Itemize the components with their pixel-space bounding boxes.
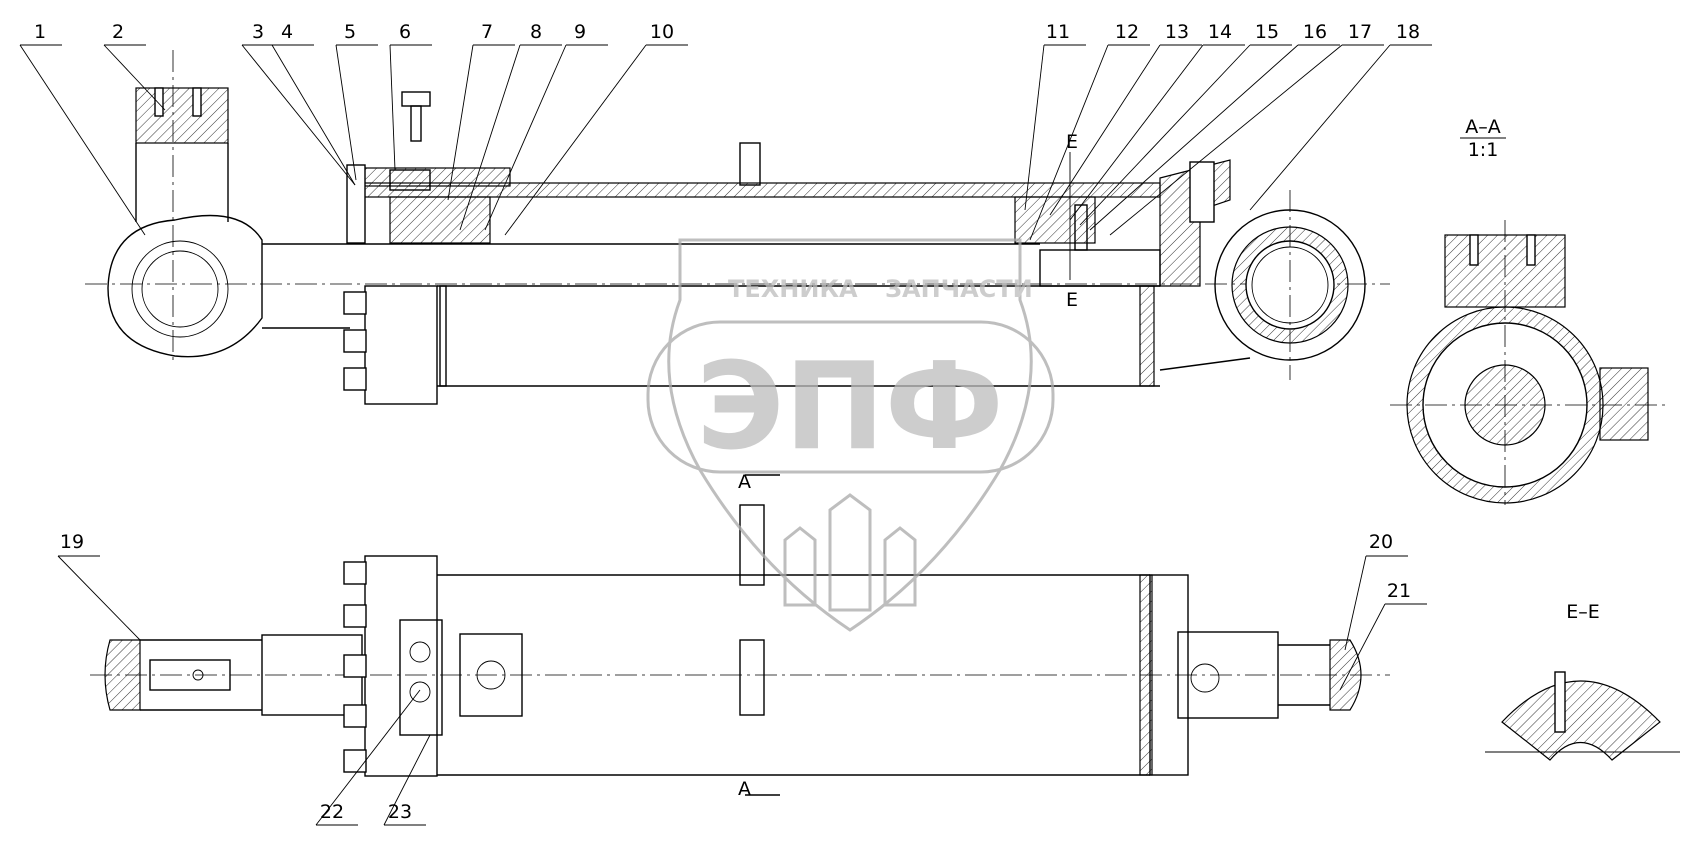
section-mark-a-bottom: А [738,778,751,800]
callout-leader-17 [1109,44,1343,236]
callout-label-11: 11 [1046,21,1070,43]
section-ee-title: Е–Е [1566,601,1600,623]
callout-label-4: 4 [281,21,293,43]
callout-leader-5 [335,44,357,181]
callout-leader-14 [1069,44,1204,221]
callout-leader-19 [57,555,141,641]
callout-leader-8 [459,44,521,231]
callout-label-5: 5 [344,21,356,43]
callout-label-1: 1 [34,21,46,43]
callout-label-23: 23 [388,801,412,823]
watermark-logo-text: ЭПФ [696,338,1004,477]
callout-label-17: 17 [1348,21,1372,43]
callout-label-9: 9 [574,21,586,43]
section-aa: А–А 1:1 [1390,116,1665,505]
section-aa-title: А–А [1465,116,1501,138]
callout-label-8: 8 [530,21,542,43]
callout-label-19: 19 [60,531,84,553]
section-aa-scale: 1:1 [1468,139,1499,161]
callout-label-15: 15 [1255,21,1279,43]
callout-label-3: 3 [252,21,264,43]
section-mark-e-bottom: Е [1066,289,1078,311]
section-mark-a-top: А [738,471,751,493]
watermark-line1: ТЕХНИКА [728,275,858,303]
callout-label-22: 22 [320,801,344,823]
callout-label-20: 20 [1369,531,1393,553]
callout-label-2: 2 [112,21,124,43]
callout-leader-16 [1089,44,1299,231]
watermark-line2: ЗАПЧАСТИ [885,275,1033,303]
callout-label-21: 21 [1387,580,1411,602]
callout-label-10: 10 [650,21,674,43]
lower-plan-view [90,474,1390,796]
callout-leader-7 [447,44,474,201]
callout-leader-22 [315,689,421,826]
callout-label-7: 7 [481,21,493,43]
callout-leader-1 [19,44,146,236]
callout-leader-15 [1079,44,1251,226]
callout-leader-6 [389,44,396,171]
callout-leader-3 [241,44,356,186]
callout-leader-11 [1024,44,1045,211]
callout-leader-12 [1029,44,1109,241]
callout-label-12: 12 [1115,21,1139,43]
callout-label-14: 14 [1208,21,1232,43]
callout-leader-21 [1339,603,1386,691]
callout-label-13: 13 [1165,21,1189,43]
callout-label-16: 16 [1303,21,1327,43]
upper-section-view [85,50,1390,405]
callout-leader-10 [504,44,647,236]
callout-label-18: 18 [1396,21,1420,43]
callout-leader-20 [1344,555,1367,651]
callout-leader-9 [484,44,567,231]
callout-leader-18 [1249,44,1391,211]
callout-leader-2 [103,44,166,111]
callout-leader-13 [1049,44,1161,216]
callout-leader-4 [271,44,356,186]
watermark-logo: ТЕХНИКА ЗАПЧАСТИ ЭПФ [646,238,1055,632]
callout-label-6: 6 [399,21,411,43]
callout-leader-23 [383,734,431,826]
section-mark-e-top: Е [1066,131,1078,153]
section-ee: Е–Е [1485,601,1680,761]
